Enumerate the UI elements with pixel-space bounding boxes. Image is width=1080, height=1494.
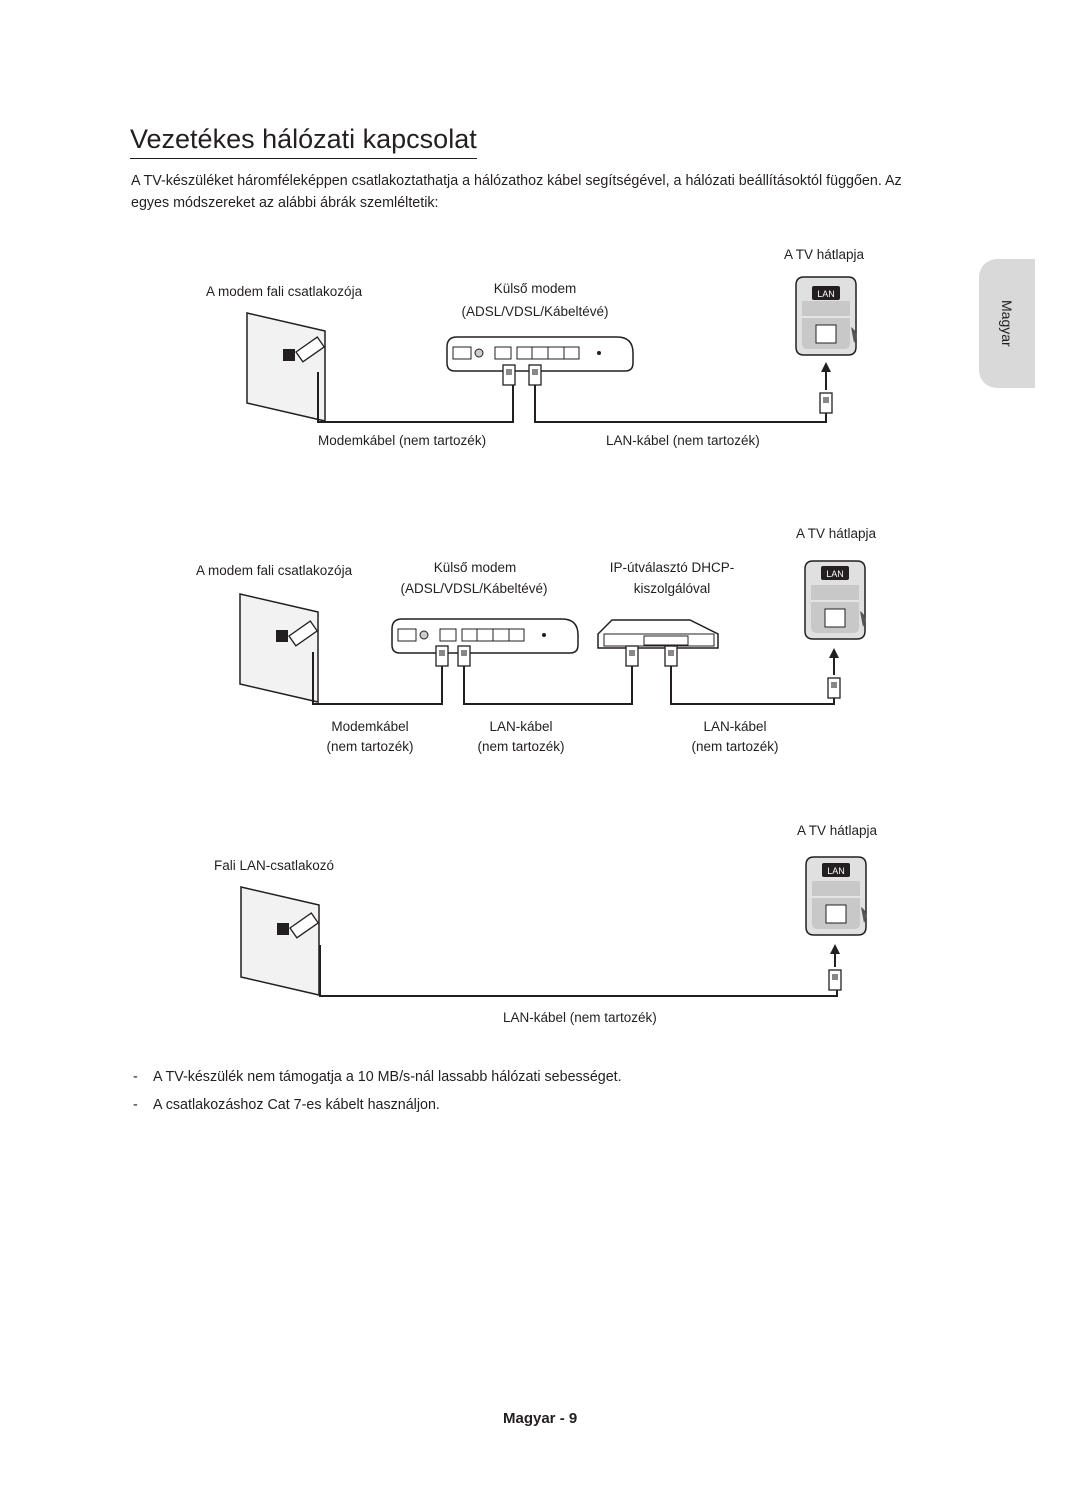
modem-wall-socket-illustration-2 — [239, 593, 319, 703]
d2-lan-cable-a-label-1: LAN-kábel — [489, 719, 553, 734]
lan-cable-line-1 — [534, 385, 827, 423]
d1-tv-back-label: A TV hátlapja — [784, 247, 865, 262]
tv-plug-2 — [827, 677, 841, 699]
d2-modem-label-1: Külső modem — [433, 560, 517, 575]
modem-plug-1b — [528, 364, 542, 386]
d2-router-label-2: kiszolgálóval — [633, 581, 711, 596]
note-text: A TV-készülék nem támogatja a 10 MB/s-ná… — [153, 1069, 622, 1085]
d1-modem-cable-label: Modemkábel (nem tartozék) — [318, 433, 487, 448]
d2-modem-cable-label-2: (nem tartozék) — [326, 739, 414, 754]
d1-modem-label-1: Külső modem — [493, 281, 577, 296]
lan-badge-1-text: LAN — [817, 289, 835, 299]
d3-wall-socket-label: Fali LAN-csatlakozó — [214, 858, 335, 873]
lan-cable-line-2b — [670, 666, 835, 705]
note-bullet: - — [133, 1069, 138, 1085]
d2-tv-back-label: A TV hátlapja — [796, 526, 877, 541]
d3-lan-cable-label: LAN-kábel (nem tartozék) — [503, 1010, 657, 1025]
d2-modem-cable-label-1: Modemkábel — [331, 719, 409, 734]
arrow-head-1 — [821, 362, 831, 372]
tv-plug-1 — [819, 392, 833, 414]
lan-badge-3-text: LAN — [827, 866, 845, 876]
note-item: - A csatlakozáshoz Cat 7-es kábelt haszn… — [133, 1091, 622, 1119]
diagram-3 — [240, 856, 868, 997]
wall-plug-3 — [289, 912, 320, 939]
modem-wall-socket-illustration-1 — [246, 312, 326, 422]
language-side-tab-label: Magyar — [999, 300, 1015, 347]
page-footer: Magyar - 9 — [503, 1410, 578, 1427]
language-side-tab: Magyar — [979, 259, 1035, 388]
modem-plug-2a — [435, 645, 449, 667]
d2-lan-cable-b-label-2: (nem tartozék) — [691, 739, 779, 754]
d2-lan-cable-b-label-1: LAN-kábel — [703, 719, 767, 734]
lan-cable-line-3 — [319, 945, 838, 997]
d1-modem-label-2: (ADSL/VDSL/Kábeltévé) — [461, 304, 609, 319]
wall-plug-2 — [288, 620, 319, 647]
note-bullet: - — [133, 1097, 138, 1113]
modem-plug-1a — [502, 364, 516, 386]
note-item: - A TV-készülék nem támogatja a 10 MB/s-… — [133, 1063, 622, 1091]
diagram-1 — [246, 276, 858, 423]
d1-lan-cable-label: LAN-kábel (nem tartozék) — [606, 433, 760, 448]
wall-plug-1 — [295, 336, 326, 363]
external-modem-illustration-2 — [391, 618, 579, 654]
lan-badge-2: LAN — [821, 566, 849, 580]
page-title: Vezetékes hálózati kapcsolat — [130, 122, 477, 159]
ip-router-illustration — [597, 619, 719, 649]
d3-tv-back-label: A TV hátlapja — [797, 823, 878, 838]
arrow-head-2 — [829, 648, 839, 658]
modem-cable-line-1 — [317, 372, 514, 423]
arrow-head-3 — [830, 944, 840, 954]
router-plug-2b — [664, 645, 678, 667]
lan-cable-line-2a — [463, 666, 633, 705]
d2-lan-cable-a-label-2: (nem tartozék) — [477, 739, 565, 754]
diagram-2 — [239, 560, 867, 705]
intro-text: A TV-készüléket háromféleképpen csatlako… — [131, 173, 902, 211]
modem-cable-line-2 — [312, 652, 443, 705]
note-text: A csatlakozáshoz Cat 7-es kábelt használ… — [153, 1097, 440, 1113]
lan-badge-3: LAN — [822, 863, 850, 877]
d2-modem-label-2: (ADSL/VDSL/Kábeltévé) — [400, 581, 548, 596]
d2-router-label-1: IP-útválasztó DHCP- — [609, 560, 735, 575]
d1-wall-socket-label: A modem fali csatlakozója — [206, 284, 363, 299]
notes-list: - A TV-készülék nem támogatja a 10 MB/s-… — [133, 1063, 622, 1119]
lan-badge-1: LAN — [812, 286, 840, 300]
d2-wall-socket-label: A modem fali csatlakozója — [196, 563, 353, 578]
modem-plug-2b — [457, 645, 471, 667]
router-plug-2a — [625, 645, 639, 667]
lan-badge-2-text: LAN — [826, 569, 844, 579]
lan-wall-socket-illustration — [240, 886, 320, 996]
tv-plug-3 — [828, 969, 842, 991]
